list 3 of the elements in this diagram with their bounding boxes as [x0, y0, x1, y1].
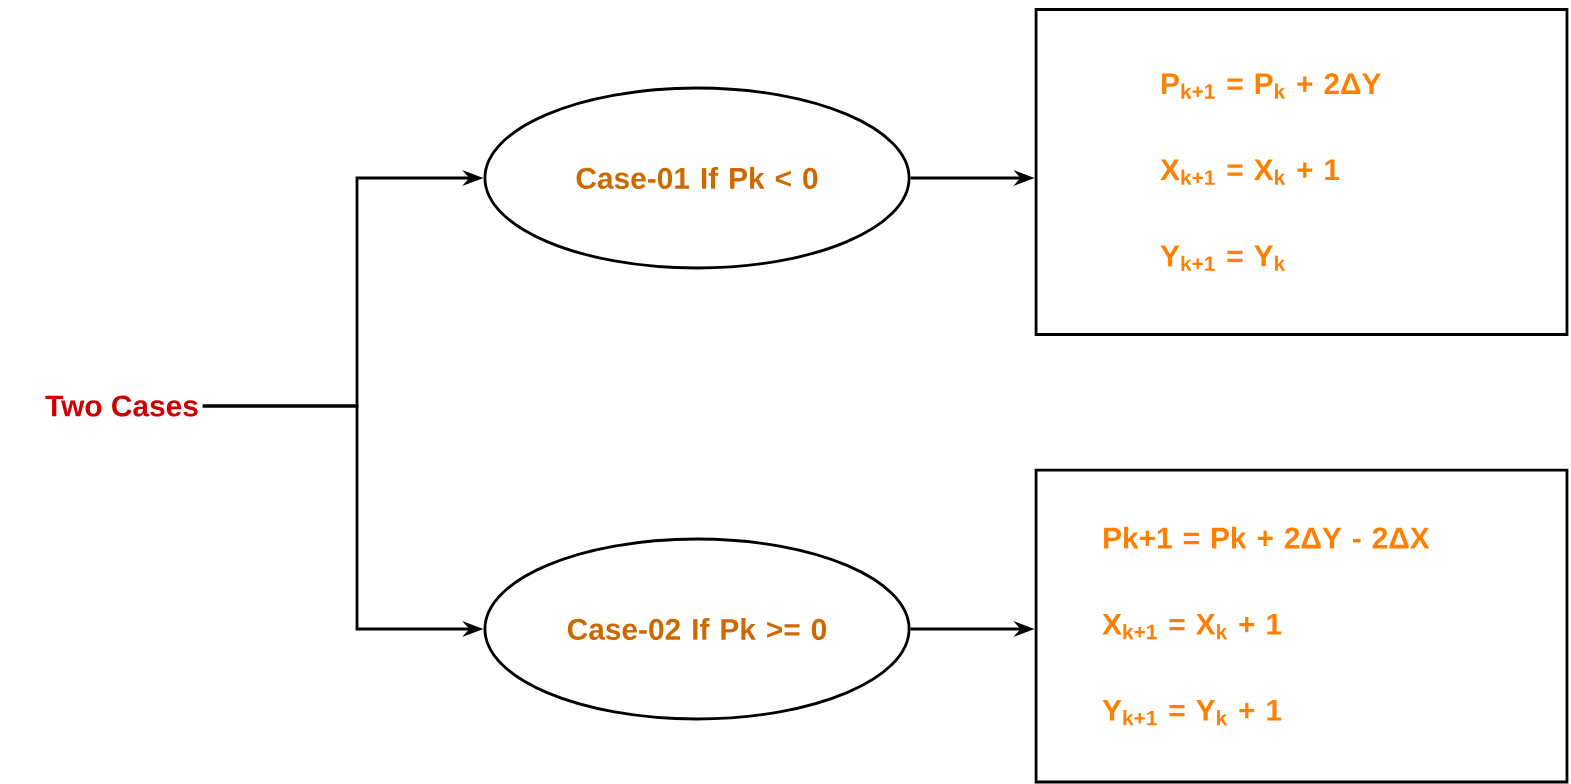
text-label: Two Cases — [45, 395, 198, 417]
formula-box: Pk+1 = Pk + 2ΔY - 2ΔX X$_{k+1}$ = X$_{k}$ + 1 Y$_{k+1}$ = Y$_{k}$ + 1 — [1034, 468, 1569, 784]
formula-box: P$_{k+1}$ = P$_{k}$ + 2ΔY X$_{k+1}$ = X$_{k}$ + 1 Y$_{k+1}$ = Y$_{k}$ — [1034, 8, 1569, 336]
